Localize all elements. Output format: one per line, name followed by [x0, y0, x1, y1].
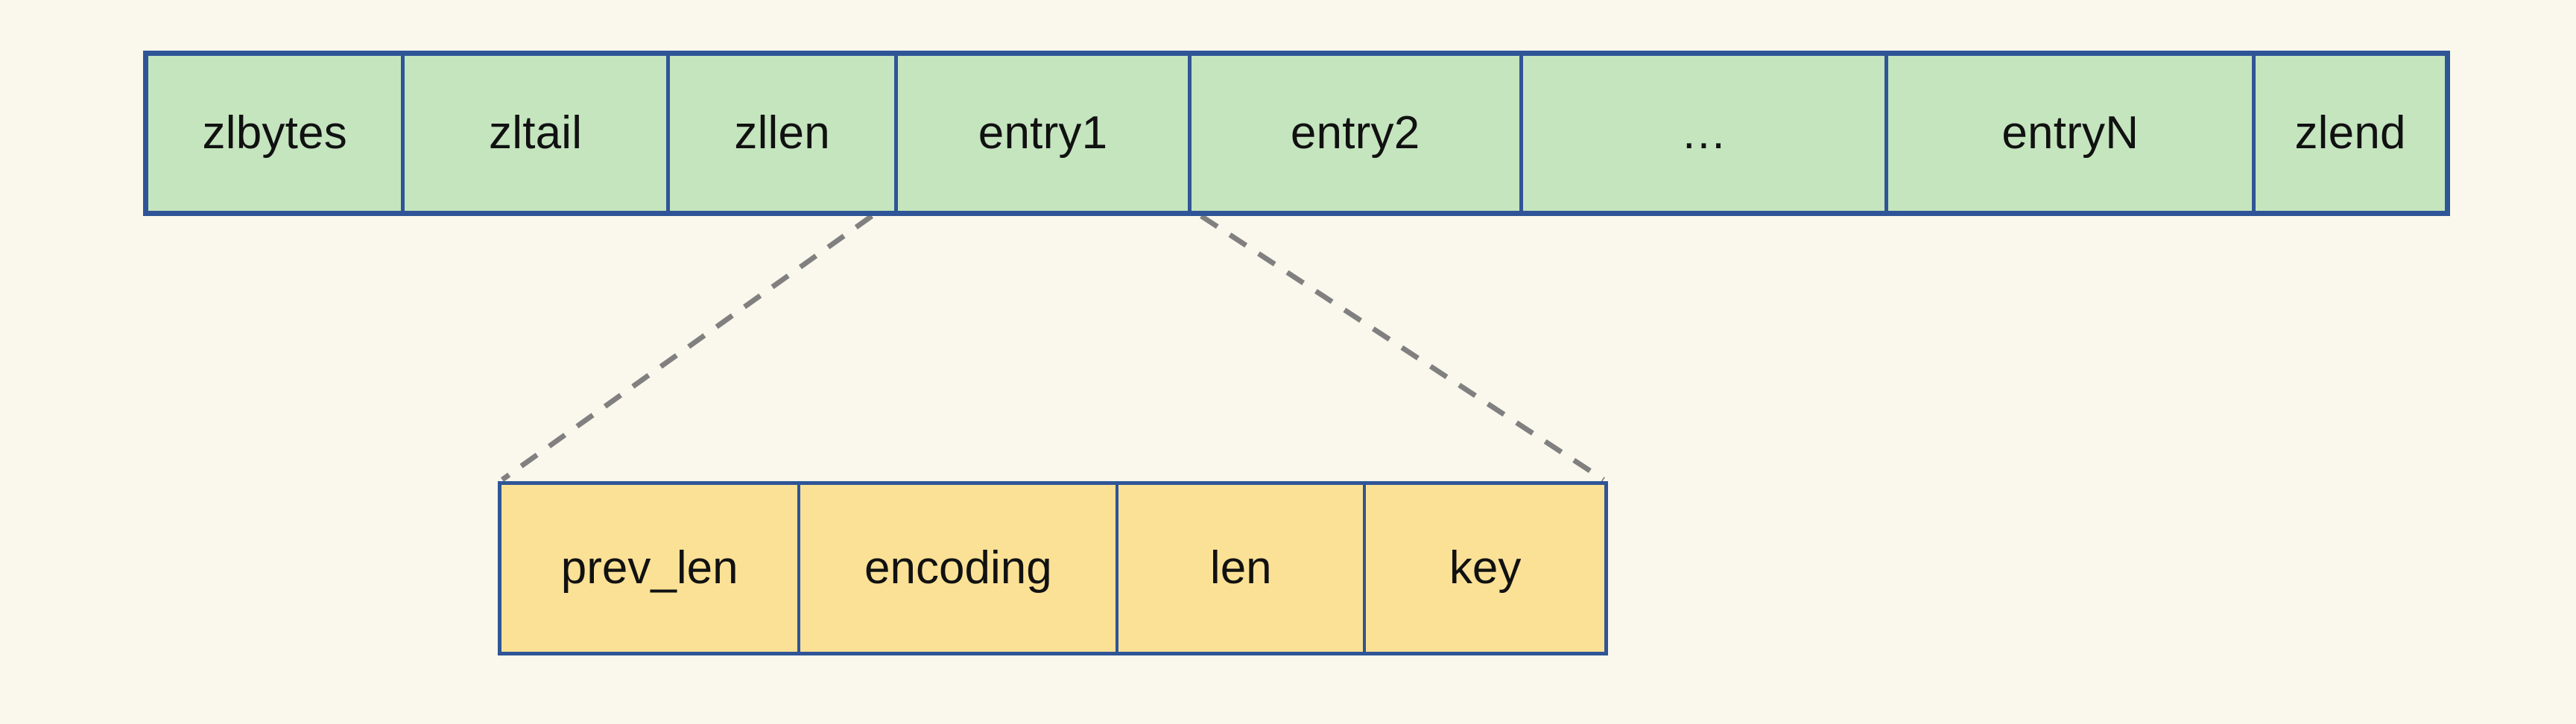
ziplist-cell-ellipsis: … — [1522, 56, 1889, 211]
entry-cell-len: len — [1118, 485, 1367, 652]
ziplist-cell-zlbytes: zlbytes — [148, 56, 405, 211]
callout-line-right — [1200, 214, 1605, 482]
ziplist-cell-label: … — [1680, 107, 1727, 159]
ziplist-row: zlbytes zltail zllen entry1 entry2 … ent… — [143, 51, 2450, 216]
entry-detail-row: prev_len encoding len key — [498, 481, 1608, 655]
ziplist-cell-entry2: entry2 — [1191, 56, 1523, 211]
callout-line-left — [500, 214, 874, 482]
entry-cell-prev-len: prev_len — [501, 485, 801, 652]
ziplist-cell-entryn: entryN — [1888, 56, 2256, 211]
entry-cell-label: encoding — [864, 542, 1052, 594]
ziplist-cell-label: zltail — [489, 107, 583, 159]
entry-cell-encoding: encoding — [800, 485, 1119, 652]
ziplist-cell-label: entryN — [2001, 107, 2139, 159]
ziplist-cell-label: entry1 — [978, 107, 1108, 159]
ziplist-cell-entry1: entry1 — [898, 56, 1192, 211]
entry-cell-label: len — [1209, 542, 1272, 594]
ziplist-cell-label: entry2 — [1290, 107, 1420, 159]
ziplist-cell-zlend: zlend — [2256, 56, 2445, 211]
ziplist-cell-zllen: zllen — [669, 56, 899, 211]
entry-cell-key: key — [1366, 485, 1605, 652]
ziplist-cell-zltail: zltail — [405, 56, 670, 211]
ziplist-cell-label: zlend — [2294, 107, 2406, 159]
ziplist-cell-label: zllen — [734, 107, 830, 159]
entry-cell-label: prev_len — [560, 542, 738, 594]
entry-cell-label: key — [1449, 542, 1522, 594]
ziplist-cell-label: zlbytes — [202, 107, 347, 159]
